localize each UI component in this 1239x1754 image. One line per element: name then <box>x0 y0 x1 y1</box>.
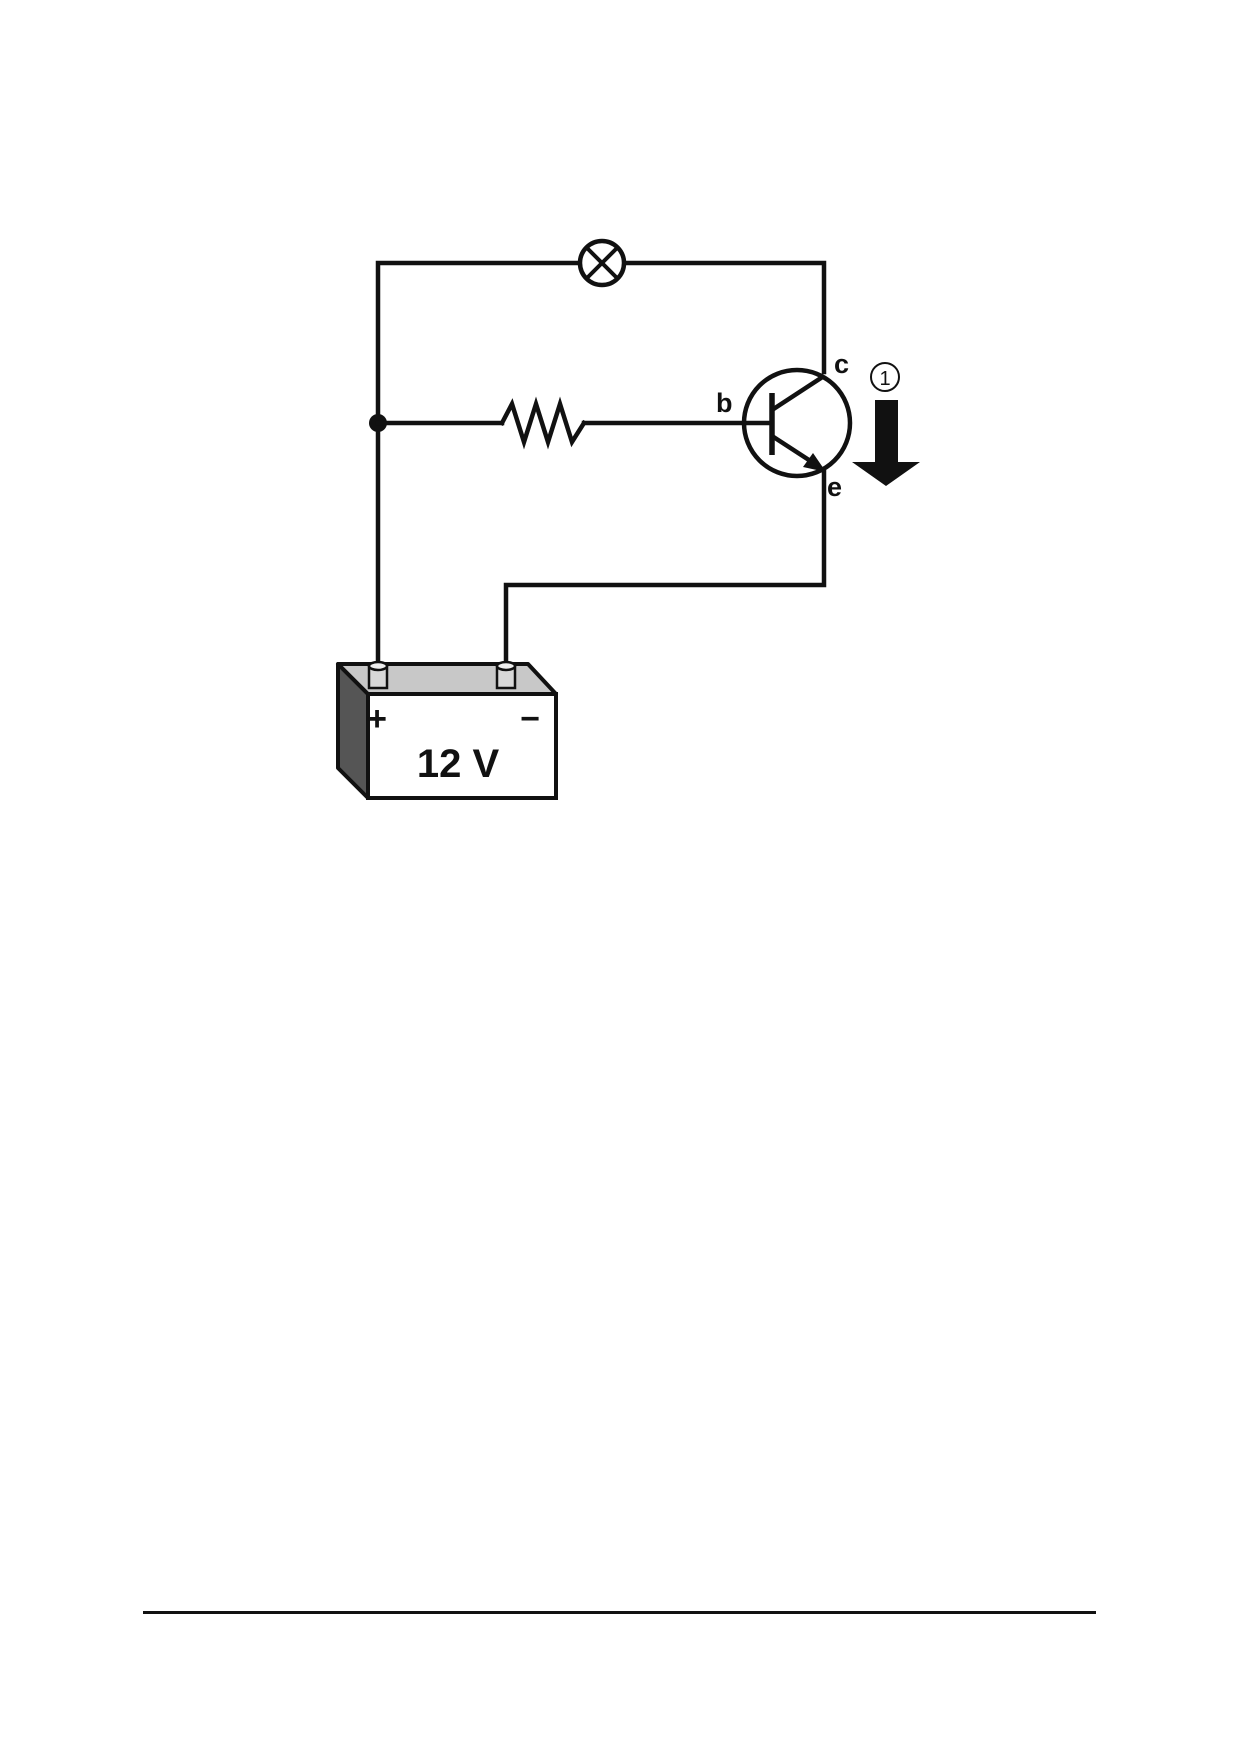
current-marker: 1 <box>870 362 900 392</box>
transistor-icon <box>741 367 853 479</box>
battery-plus-label: + <box>367 700 387 738</box>
emitter-arrow-icon <box>803 453 826 472</box>
current-marker-number: 1 <box>879 368 890 390</box>
top-wire <box>375 260 827 663</box>
footer-rule <box>143 1611 1096 1614</box>
emitter-label: e <box>827 472 842 502</box>
resistor-icon <box>498 396 588 450</box>
lamp-icon <box>577 238 627 288</box>
current-arrow-icon <box>852 400 920 486</box>
base-wire <box>375 396 775 450</box>
emitter-wire <box>503 469 827 663</box>
battery-voltage-label: 12 V <box>417 742 500 786</box>
positive-terminal-icon <box>367 660 389 690</box>
collector-label: c <box>834 349 849 379</box>
battery-minus-label: − <box>520 700 540 738</box>
base-label: b <box>716 388 733 418</box>
battery-front <box>366 692 558 800</box>
negative-terminal-icon <box>495 660 517 690</box>
battery: + − 12 V <box>336 660 558 800</box>
